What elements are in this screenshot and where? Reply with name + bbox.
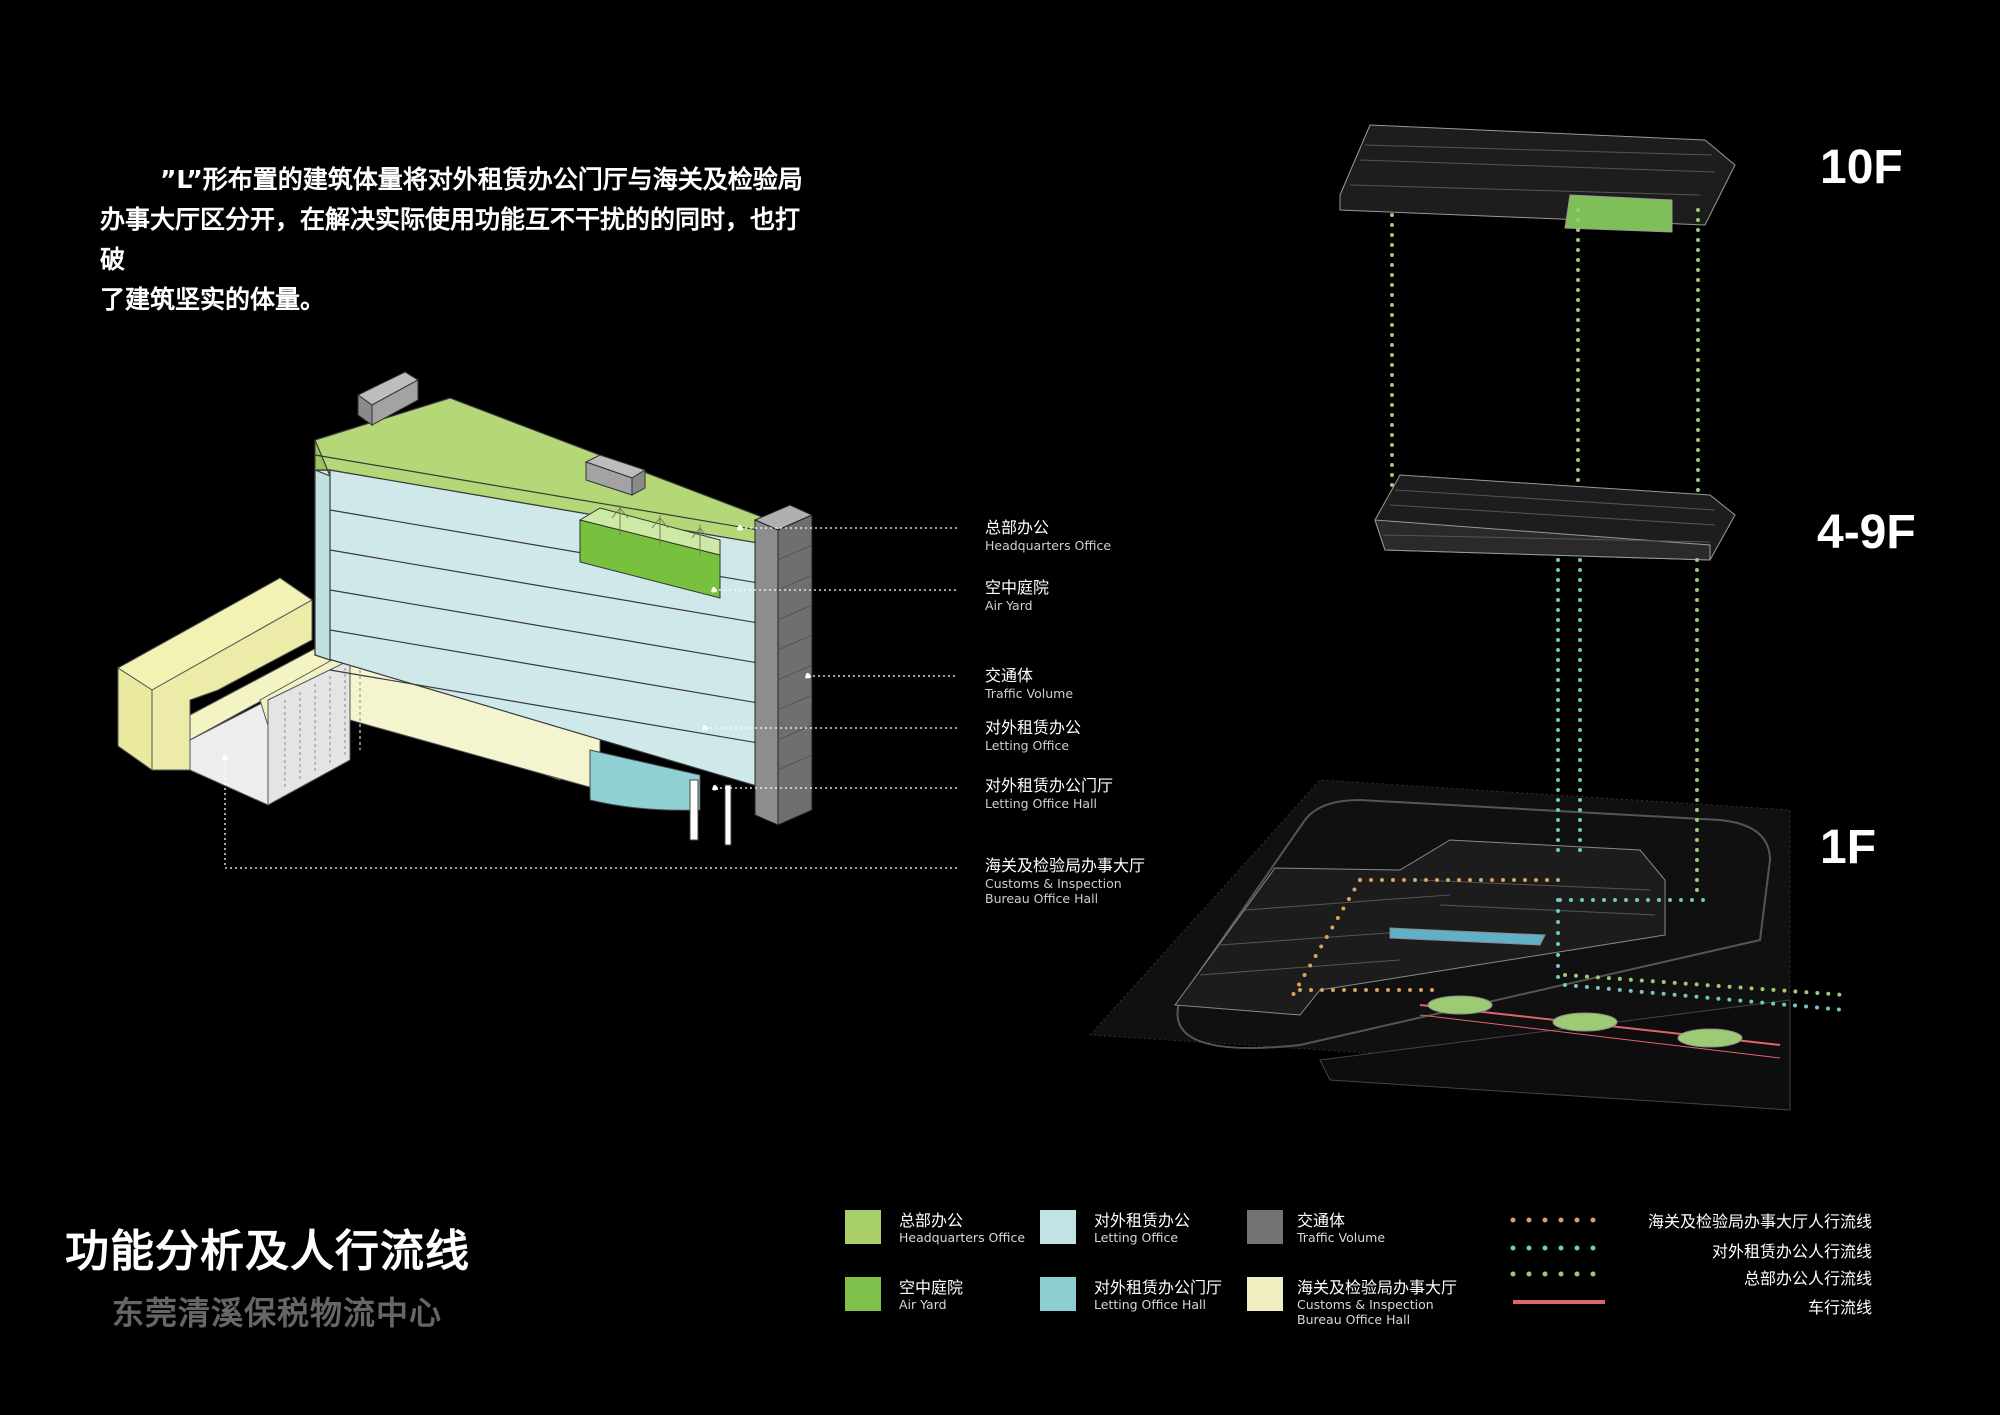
legend-label-zh: 海关及检验局办事大厅 [1297,1278,1458,1297]
legend-swatch [1247,1277,1283,1311]
callout-letting-office: 对外租赁办公 Letting Office [985,718,1082,754]
roof-equipment [357,371,647,496]
legend-label-en: Air Yard [899,1297,947,1312]
page-title: 功能分析及人行流线 [65,1226,470,1277]
intro-line-3: 了建筑坚实的体量。 [100,285,326,314]
callout-label-zh: 对外租赁办公 [985,718,1082,737]
legend-swatch [1040,1277,1076,1311]
legend-swatch [845,1210,881,1244]
callout-label-en: Traffic Volume [985,686,1074,701]
intro-line-1: ”L”形布置的建筑体量将对外租赁办公门厅与海关及检验局 [160,165,803,194]
letting-hall-volume [589,749,732,846]
plan-1f [1174,839,1781,1059]
callout-label-zh: 空中庭院 [985,578,1050,597]
legend-label-en: Letting Office [1094,1230,1179,1245]
legend-label-zh: 空中庭院 [899,1278,964,1297]
legend-swatch [1247,1210,1283,1244]
legend-label-en: Headquarters Office [899,1230,1026,1245]
floor-label-1f: 1F [1820,821,1877,874]
flow-label-letting: 对外租赁办公人行流线 [1711,1242,1872,1261]
callout-label-en: Air Yard [985,598,1033,613]
callout-label-en: Customs & Inspection [985,876,1122,891]
flow-label-customs: 海关及检验局办事大厅人行流线 [1647,1212,1872,1231]
floor-label-10f: 10F [1820,141,1903,194]
legend-label-zh: 对外租赁办公 [1094,1211,1191,1230]
headquarters-volume [314,397,771,546]
callout-leaders [221,524,958,869]
callout-label-zh: 海关及检验局办事大厅 [985,856,1146,875]
legend-label-zh: 交通体 [1297,1211,1346,1230]
page-subtitle: 东莞清溪保税物流中心 [112,1294,443,1332]
traffic-core-volume [753,504,814,826]
plan-10f [1339,124,1736,233]
legend-label-en: Customs & Inspection [1297,1297,1434,1312]
recess-columns [284,664,361,790]
callout-label-en: Letting Office [985,738,1070,753]
intro-paragraph: ”L”形布置的建筑体量将对外租赁办公门厅与海关及检验局 办事大厅区分开，在解决实… [100,160,820,320]
callout-label-en: Headquarters Office [985,538,1112,553]
legend-label-en: Traffic Volume [1297,1230,1386,1245]
air-yard-volume [578,505,721,599]
callout-air-yard: 空中庭院 Air Yard [985,578,1050,614]
vertical-flow-lines [1390,208,1700,902]
flow-label-vehicle: 车行流线 [1807,1298,1872,1317]
legend-swatch [845,1277,881,1311]
legend-label-zh: 总部办公 [899,1211,964,1230]
flow-label-headquarters: 总部办公人行流线 [1743,1269,1872,1288]
callout-letting-hall: 对外租赁办公门厅 Letting Office Hall [985,776,1114,812]
legend-swatch [1040,1210,1076,1244]
plan-4-9f [1374,474,1736,561]
legend-label-en: Letting Office Hall [1094,1297,1207,1312]
callout-customs-hall: 海关及检验局办事大厅 Customs & Inspection Bureau O… [985,856,1146,907]
legend-label-zh: 对外租赁办公门厅 [1094,1278,1223,1297]
intro-line-2: 办事大厅区分开，在解决实际使用功能互不干扰的的同时，也打破 [100,205,801,274]
callout-label-zh: 对外租赁办公门厅 [985,776,1114,795]
callout-label-zh: 交通体 [985,666,1034,685]
floor-label-4-9f: 4-9F [1817,506,1916,559]
callout-label-en: Letting Office Hall [985,796,1098,811]
ground-flow-lines [1288,878,1847,1012]
callout-label-zh: 总部办公 [985,518,1050,537]
flow-legend-symbols [1510,1217,1608,1304]
callout-label-en2: Bureau Office Hall [985,891,1099,906]
callout-headquarters: 总部办公 Headquarters Office [985,518,1112,554]
legend-label-en2: Bureau Office Hall [1297,1312,1411,1327]
callout-traffic: 交通体 Traffic Volume [985,666,1074,702]
